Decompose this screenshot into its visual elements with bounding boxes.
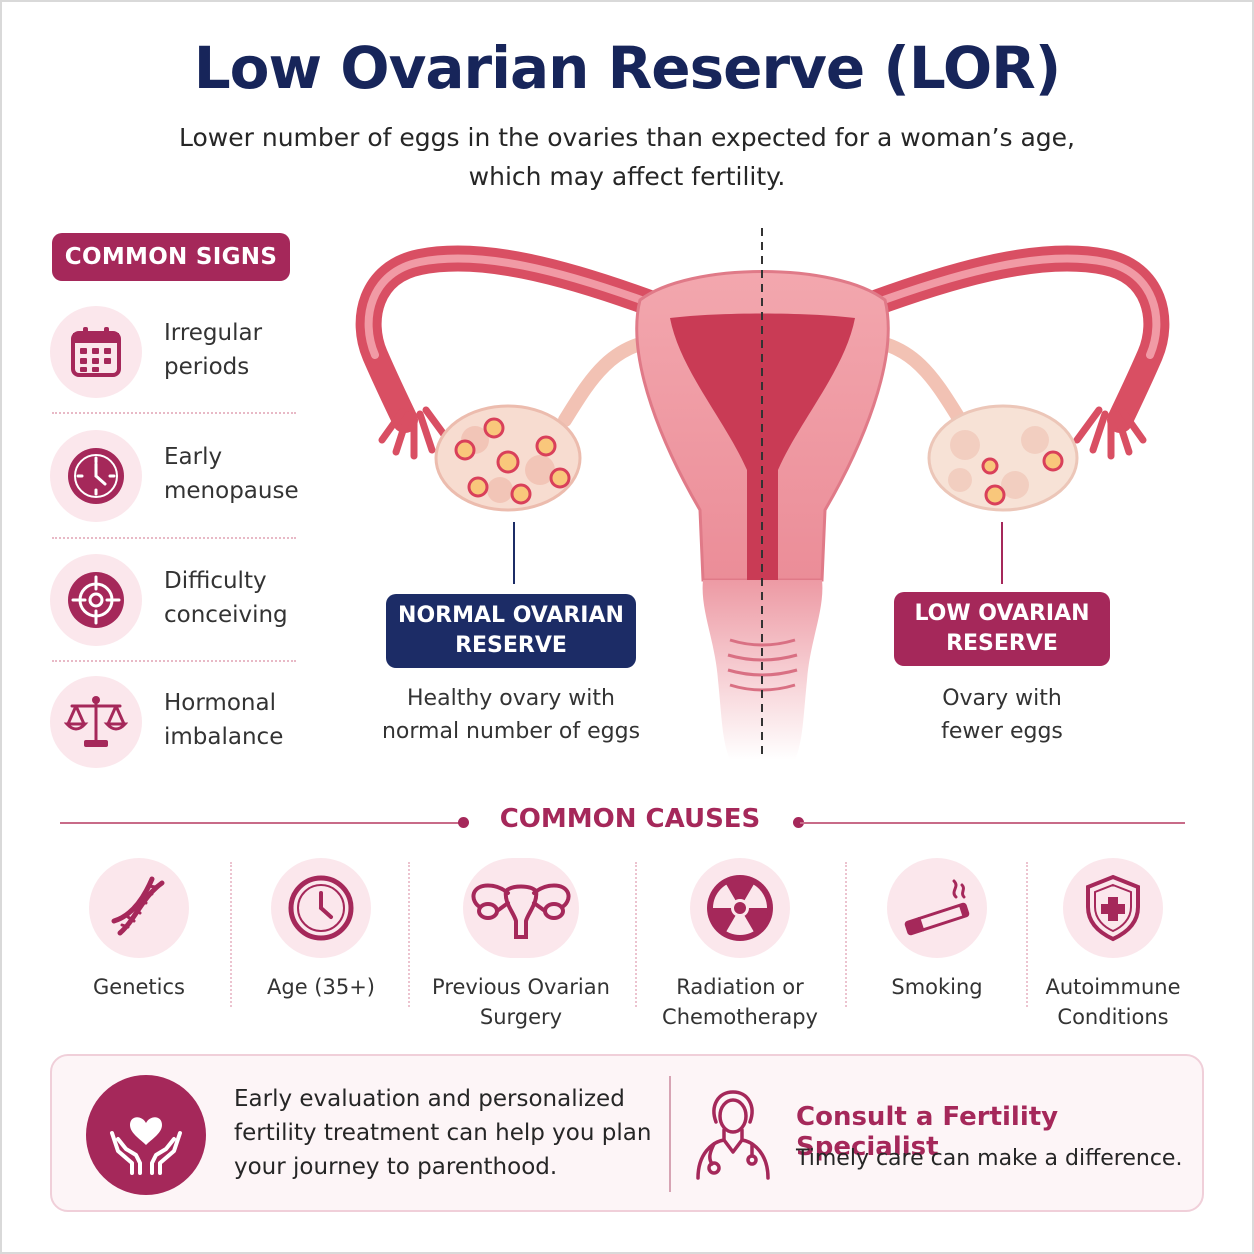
sign-label: Early menopause bbox=[164, 440, 314, 508]
divider bbox=[52, 660, 296, 662]
sign-label-line: Hormonal bbox=[164, 690, 276, 716]
uterus-icon bbox=[463, 858, 579, 958]
dna-icon bbox=[89, 858, 189, 958]
sign-early-menopause: Early menopause bbox=[50, 428, 300, 528]
cta-subtitle: Timely care can make a difference. bbox=[796, 1146, 1183, 1171]
subtitle-line: Lower number of eggs in the ovaries than… bbox=[179, 123, 1075, 152]
callout-line: NORMAL OVARIAN bbox=[398, 603, 624, 628]
uterus-illustration bbox=[355, 228, 1170, 760]
divider bbox=[635, 862, 637, 1007]
right-fimbriae bbox=[1073, 406, 1147, 460]
divider bbox=[408, 862, 410, 1007]
common-causes-heading: COMMON CAUSES bbox=[499, 804, 761, 834]
cause-label: Previous Ovarian bbox=[432, 975, 610, 999]
sign-label-line: Early bbox=[164, 444, 223, 470]
sign-difficulty-conceiving: Difficulty conceiving bbox=[50, 552, 300, 652]
sign-irregular-periods: Irregular periods bbox=[50, 304, 300, 404]
divider bbox=[52, 412, 296, 414]
cta-title: Consult a Fertility Specialist bbox=[796, 1102, 1059, 1162]
caption-line: Healthy ovary with bbox=[407, 686, 615, 711]
divider bbox=[52, 537, 296, 539]
cause-radiation-chemotherapy: Radiation or Chemotherapy bbox=[650, 858, 830, 1032]
bottom-banner: Early evaluation and personalized fertil… bbox=[50, 1054, 1204, 1212]
callout-line: RESERVE bbox=[455, 633, 567, 658]
target-icon bbox=[50, 554, 142, 646]
cause-smoking: Smoking bbox=[862, 858, 1012, 1002]
sign-hormonal-imbalance: Hormonal imbalance bbox=[50, 674, 300, 774]
cause-label: Chemotherapy bbox=[662, 1005, 818, 1029]
scale-icon bbox=[50, 676, 142, 768]
subtitle-line: which may affect fertility. bbox=[468, 162, 786, 191]
sign-label-line: periods bbox=[164, 354, 250, 380]
normal-reserve-label: NORMAL OVARIAN RESERVE bbox=[386, 594, 636, 668]
callout-line: RESERVE bbox=[946, 631, 1058, 656]
banner-message-line: Early evaluation and personalized bbox=[234, 1086, 625, 1112]
caption-line: normal number of eggs bbox=[381, 719, 641, 744]
calendar-icon bbox=[50, 306, 142, 398]
uterine-cavity bbox=[670, 313, 855, 585]
page-title: Low Ovarian Reserve (LOR) bbox=[193, 34, 1062, 102]
cause-label: Autoimmune bbox=[1045, 975, 1181, 999]
cause-label: Genetics bbox=[93, 975, 185, 999]
cause-label: Radiation or bbox=[676, 975, 804, 999]
common-signs-heading: COMMON SIGNS bbox=[52, 233, 290, 281]
caption-line: Ovary with bbox=[942, 686, 1062, 711]
causes-rule-right bbox=[800, 822, 1185, 824]
divider bbox=[1026, 862, 1028, 1007]
divider bbox=[845, 862, 847, 1007]
sign-label-line: Difficulty bbox=[164, 568, 267, 594]
sign-label-line: menopause bbox=[164, 478, 299, 504]
banner-message-line: your journey to parenthood. bbox=[234, 1154, 558, 1180]
caption-line: fewer eggs bbox=[941, 719, 1063, 744]
cause-autoimmune-conditions: Autoimmune Conditions bbox=[1036, 858, 1190, 1032]
sign-label: Difficulty conceiving bbox=[164, 564, 314, 632]
clock-icon bbox=[50, 430, 142, 522]
right-ovary-eggs bbox=[981, 450, 1064, 506]
radiation-icon bbox=[690, 858, 790, 958]
sign-label-line: imbalance bbox=[164, 724, 284, 750]
sign-label: Hormonal imbalance bbox=[164, 686, 314, 754]
cause-genetics: Genetics bbox=[64, 858, 214, 1002]
banner-message-line: fertility treatment can help you plan bbox=[234, 1120, 652, 1146]
low-reserve-label: LOW OVARIAN RESERVE bbox=[894, 592, 1110, 666]
sign-label: Irregular periods bbox=[164, 316, 314, 384]
doctor-icon bbox=[688, 1086, 778, 1182]
cause-label: Conditions bbox=[1057, 1005, 1169, 1029]
sign-label-line: conceiving bbox=[164, 602, 288, 628]
low-reserve-caption: Ovary with fewer eggs bbox=[892, 682, 1112, 748]
cigarette-icon bbox=[887, 858, 987, 958]
left-fallopian-tube bbox=[355, 245, 668, 433]
hands-heart-icon bbox=[86, 1075, 206, 1195]
banner-message: Early evaluation and personalized fertil… bbox=[234, 1082, 654, 1184]
causes-rule-left bbox=[60, 822, 465, 824]
divider bbox=[230, 862, 232, 1007]
cause-previous-ovarian-surgery: Previous Ovarian Surgery bbox=[430, 858, 612, 1032]
cause-label: Smoking bbox=[891, 975, 983, 999]
cause-label: Surgery bbox=[479, 1005, 563, 1029]
callout-line: LOW OVARIAN bbox=[914, 601, 1090, 626]
causes-dot bbox=[793, 817, 804, 828]
banner-divider bbox=[669, 1076, 671, 1192]
causes-dot bbox=[458, 817, 469, 828]
clock-icon bbox=[271, 858, 371, 958]
shield-icon bbox=[1063, 858, 1163, 958]
cause-label: Age (35+) bbox=[267, 975, 375, 999]
cause-age: Age (35+) bbox=[246, 858, 396, 1002]
right-fallopian-tube bbox=[857, 245, 1170, 433]
page-subtitle: Lower number of eggs in the ovaries than… bbox=[150, 118, 1104, 196]
left-ovary-eggs bbox=[454, 417, 571, 505]
normal-reserve-caption: Healthy ovary with normal number of eggs bbox=[372, 682, 650, 748]
sign-label-line: Irregular bbox=[164, 320, 263, 346]
